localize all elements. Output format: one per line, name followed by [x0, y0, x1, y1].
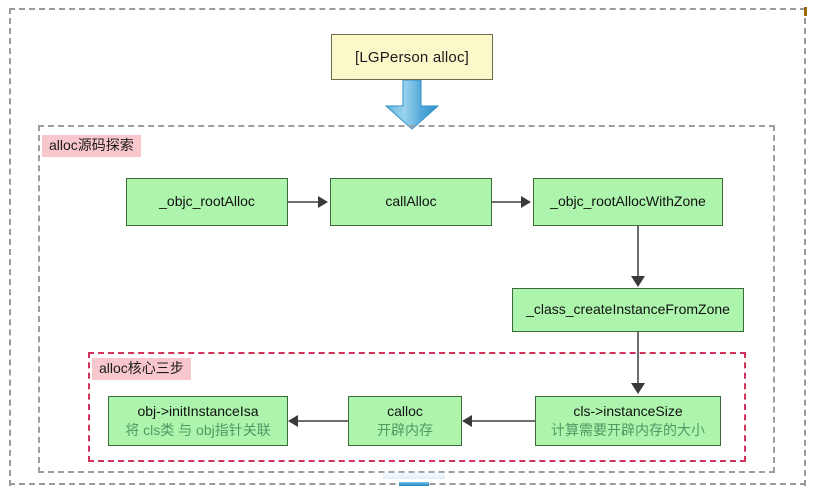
blue-down-arrow-icon: [381, 79, 443, 130]
cropped-blue-arrow-fragment: [399, 482, 429, 486]
node-cls-instance-size[interactable]: cls->instanceSize 计算需要开辟内存的大小: [535, 396, 721, 446]
node-call-alloc-title: callAlloc: [385, 193, 437, 210]
node-objc-root-alloc[interactable]: _objc_rootAlloc: [126, 178, 288, 226]
node-cls-instance-size-sub: 计算需要开辟内存的大小: [551, 422, 705, 438]
group-label-alloc-source-exploration: alloc源码探索: [42, 135, 141, 158]
group-label-alloc-core-three-steps: alloc核心三步: [92, 358, 191, 381]
node-class-create-instance-from-zone[interactable]: _class_createInstanceFromZone: [512, 288, 744, 332]
group-alloc-core-three-steps: [88, 352, 746, 462]
node-entry-label: [LGPerson alloc]: [354, 48, 470, 66]
page-corner-mark: [804, 7, 807, 16]
node-calloc-title: calloc: [387, 402, 423, 419]
node-entry-lgperson-alloc[interactable]: [LGPerson alloc]: [331, 34, 493, 80]
node-objc-root-alloc-title: _objc_rootAlloc: [159, 193, 255, 210]
cropped-blue-shape: [383, 470, 445, 479]
node-obj-init-instance-isa-title: obj->initInstanceIsa: [137, 402, 259, 419]
node-cls-instance-size-title: cls->instanceSize: [573, 402, 683, 419]
node-calloc[interactable]: calloc 开辟内存: [348, 396, 462, 446]
node-obj-init-instance-isa-sub: 将 cls类 与 obj指针关联: [125, 422, 271, 438]
node-call-alloc[interactable]: callAlloc: [330, 178, 492, 226]
node-objc-root-alloc-with-zone[interactable]: _objc_rootAllocWithZone: [533, 178, 723, 226]
node-class-create-instance-from-zone-title: _class_createInstanceFromZone: [526, 301, 730, 318]
node-obj-init-instance-isa[interactable]: obj->initInstanceIsa 将 cls类 与 obj指针关联: [108, 396, 288, 446]
node-calloc-sub: 开辟内存: [377, 422, 433, 438]
node-objc-root-alloc-with-zone-title: _objc_rootAllocWithZone: [550, 193, 706, 210]
